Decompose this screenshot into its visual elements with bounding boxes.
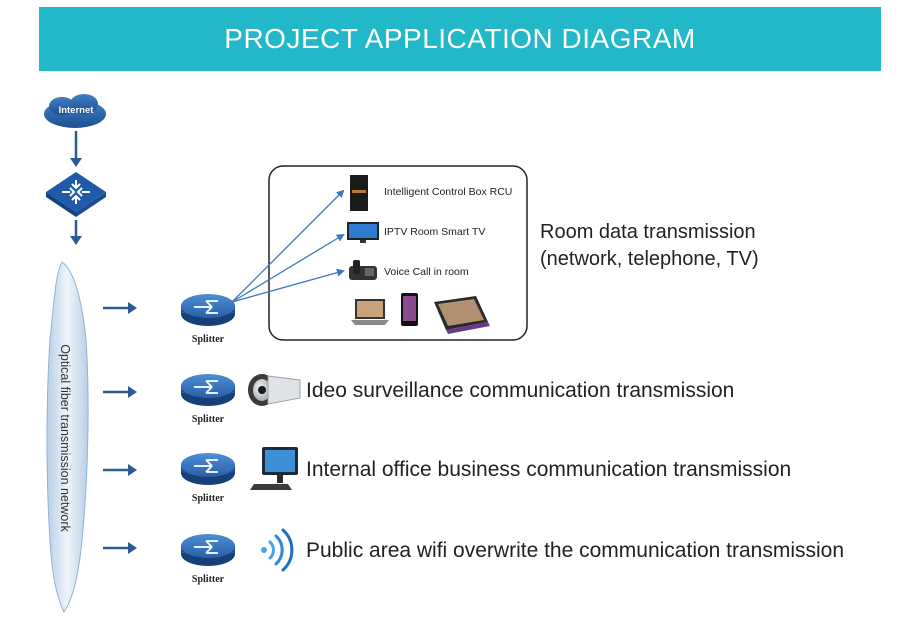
connection-lines (231, 189, 345, 303)
splitter-icon (181, 294, 235, 326)
camera-icon (248, 374, 301, 406)
splitter-icon (181, 534, 235, 566)
computer-icon (250, 447, 298, 490)
room-description-line2: (network, telephone, TV) (540, 248, 759, 270)
internet-label: Internet (58, 105, 94, 116)
device-label-tv: IPTV Room Smart TV (384, 226, 486, 238)
right-arrow-icon (103, 302, 137, 314)
device-label-phone: Voice Call in room (384, 266, 469, 278)
right-arrow-icon (103, 542, 137, 554)
splitter-label: Splitter (191, 574, 225, 585)
fiber-label-wrap: Optical fiber transmission network (0, 344, 175, 532)
fiber-network-label: Optical fiber transmission network (57, 344, 72, 532)
down-arrow-icon (70, 131, 82, 167)
right-arrow-icon (103, 386, 137, 398)
branch-label-wifi: Public area wifi overwrite the communica… (306, 539, 845, 562)
smartphone-icon (401, 293, 418, 326)
branch-label-surveillance: Ideo surveillance communication transmis… (306, 379, 735, 402)
down-arrow-icon (70, 220, 82, 245)
tv-icon (347, 222, 379, 243)
room-description: Room data transmission (network, telepho… (540, 219, 759, 273)
right-arrow-icon (103, 464, 137, 476)
laptop-icon (351, 299, 389, 325)
page-title: PROJECT APPLICATION DIAGRAM (224, 23, 696, 54)
splitter-icon (181, 374, 235, 406)
router-icon (46, 172, 106, 217)
control-box-icon (350, 175, 368, 211)
title-banner: PROJECT APPLICATION DIAGRAM (39, 7, 881, 71)
splitter-label: Splitter (191, 414, 225, 425)
room-description-line1: Room data transmission (540, 221, 756, 243)
phone-icon (349, 260, 377, 280)
splitter-label: Splitter (191, 493, 225, 504)
fiber-backbone (46, 261, 89, 613)
splitter-icon (181, 453, 235, 485)
room-device-box (268, 165, 528, 341)
branch-label-office: Internal office business communication t… (306, 458, 792, 481)
tablet-icon (434, 296, 490, 334)
internet-cloud-icon (44, 94, 106, 128)
device-label-control-box: Intelligent Control Box RCU (384, 186, 513, 198)
splitter-label: Splitter (191, 334, 225, 345)
wifi-icon (261, 528, 294, 572)
